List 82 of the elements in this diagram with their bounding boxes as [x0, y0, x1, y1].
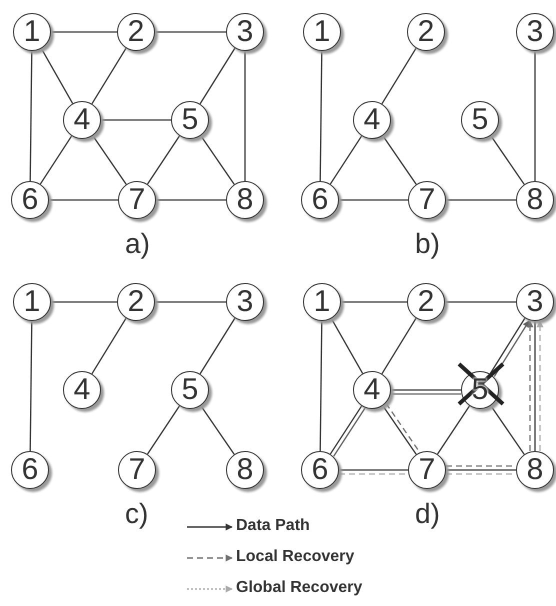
- connector-line: [341, 301, 407, 303]
- connector-line: [200, 318, 236, 374]
- node-circle: 5: [461, 101, 499, 139]
- connector-line: [391, 393, 461, 395]
- node-circle: 6: [301, 451, 339, 489]
- node-circle: 1: [13, 283, 51, 321]
- panel-label: a): [125, 228, 150, 260]
- node-circle: 3: [226, 283, 264, 321]
- connector-line: [155, 31, 226, 33]
- connector-line: [339, 199, 408, 201]
- node-circle: 4: [353, 101, 391, 139]
- connector-line: [156, 199, 226, 201]
- connector-line: [534, 321, 536, 451]
- node-circle: 1: [13, 13, 51, 51]
- node-circle: 2: [117, 283, 155, 321]
- connector-line: [446, 469, 516, 471]
- node-circle: 1: [303, 283, 341, 321]
- connector-line: [339, 469, 408, 471]
- arrow: [526, 320, 534, 451]
- panel-label: d): [415, 498, 440, 530]
- node-circle: 5: [171, 101, 209, 139]
- legend-text: Data Path: [236, 517, 310, 535]
- node-circle: 2: [117, 13, 155, 51]
- connector-line: [436, 405, 470, 455]
- node-circle: 7: [408, 451, 446, 489]
- node-circle: 6: [11, 451, 49, 489]
- node-circle: 2: [407, 283, 445, 321]
- node-circle: 7: [408, 181, 446, 219]
- legend-text: Global Recovery: [236, 579, 362, 597]
- connector-line: [51, 301, 117, 303]
- connector-line: [40, 48, 74, 104]
- connector-line: [381, 48, 417, 104]
- legend-text: Local Recovery: [236, 548, 354, 566]
- node-circle: 2: [407, 13, 445, 51]
- node-circle: 8: [516, 451, 554, 489]
- connector-line: [391, 389, 461, 391]
- connector-line: [30, 51, 32, 181]
- node-circle: 3: [516, 13, 554, 51]
- connector-line: [155, 301, 226, 303]
- connector-line: [92, 135, 127, 185]
- connector-line: [320, 321, 322, 451]
- connector-line: [200, 135, 235, 185]
- connector-line: [445, 301, 516, 303]
- connector-line: [534, 51, 536, 181]
- panel-label: c): [125, 498, 148, 530]
- connector-line: [330, 318, 364, 374]
- connector-line: [490, 405, 525, 455]
- connector-line: [146, 135, 180, 185]
- connector-line: [91, 318, 127, 374]
- connector-line: [382, 135, 417, 185]
- node-circle: 8: [226, 451, 264, 489]
- panel-label: b): [415, 228, 440, 260]
- arrow: [536, 320, 544, 451]
- connector-line: [200, 405, 235, 455]
- node-circle: 7: [118, 451, 156, 489]
- connector-line: [51, 31, 117, 33]
- node-circle: 1: [303, 13, 341, 51]
- node-circle: 3: [226, 13, 264, 51]
- connector-line: [330, 136, 362, 184]
- node-circle: 6: [301, 181, 339, 219]
- connector-line: [200, 48, 236, 104]
- connector-line: [320, 51, 322, 181]
- node-circle: 8: [226, 181, 264, 219]
- node-circle: 7: [118, 181, 156, 219]
- node-circle: 8: [516, 181, 554, 219]
- node-circle: 4: [63, 371, 101, 409]
- connector-line: [490, 135, 525, 185]
- connector-line: [30, 321, 32, 451]
- connector-line: [381, 318, 417, 374]
- connector-line: [339, 473, 408, 475]
- node-circle: 4: [353, 371, 391, 409]
- node-circle: 5: [171, 371, 209, 409]
- connector-line: [49, 199, 118, 201]
- node-circle: 6: [11, 181, 49, 219]
- connector-line: [40, 136, 72, 184]
- connector-line: [91, 48, 127, 104]
- connector-line: [244, 51, 246, 181]
- connector-line: [146, 405, 180, 455]
- node-circle: 3: [516, 283, 554, 321]
- node-circle: 4: [63, 101, 101, 139]
- connector-line: [101, 119, 171, 121]
- connector-line: [446, 199, 516, 201]
